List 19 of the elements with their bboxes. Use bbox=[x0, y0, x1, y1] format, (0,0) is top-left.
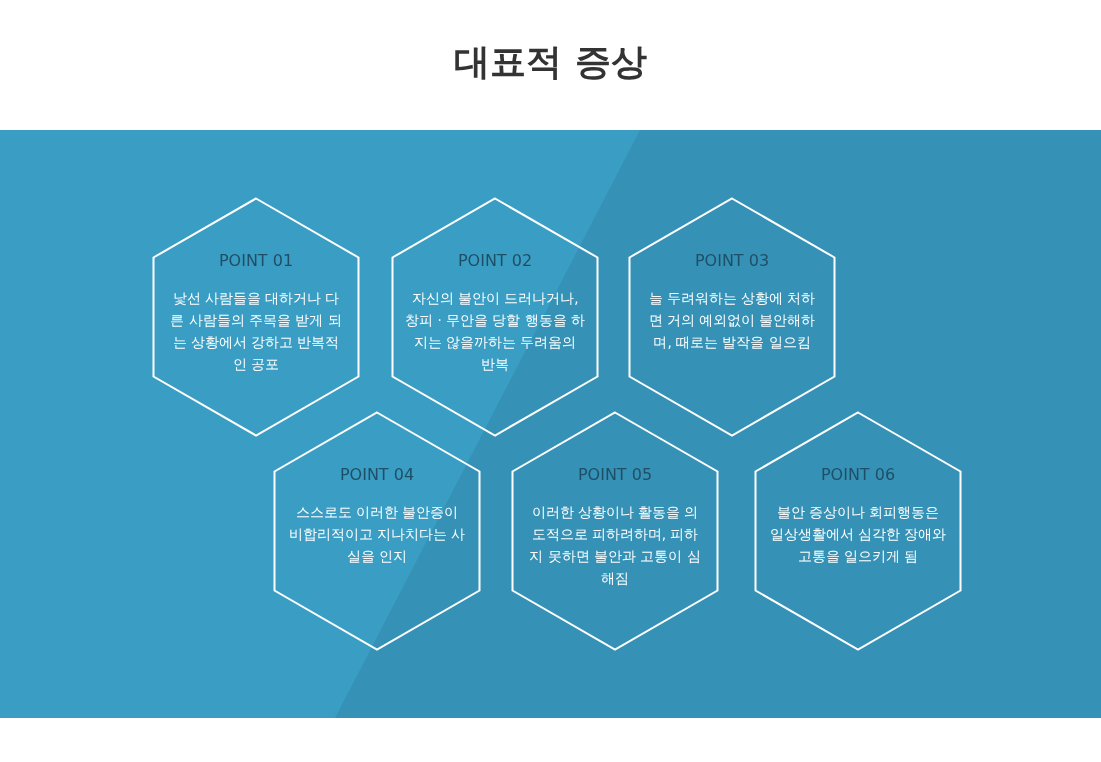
point-label: POINT 04 bbox=[339, 465, 415, 484]
point-label: POINT 01 bbox=[218, 251, 294, 270]
description-text: 불안 증상이나 회피행동은 일상생활에서 심각한 장애와 고통을 일으키게 됨 bbox=[769, 504, 947, 564]
description-text: 늘 두려워하는 상황에 처하면 거의 예외없이 불안해하며, 때로는 발작을 일으킴 bbox=[648, 290, 816, 350]
description-text: 이러한 상황이나 활동을 의도적으로 피하려하며, 피하지 못하면 불안과 고통이 심해짐 bbox=[529, 504, 701, 586]
description-text: 자신의 불안이 드러나거나, 창피 · 무안을 당할 행동을 하지는 않을까하는 두려움의 반복 bbox=[405, 290, 585, 372]
title: 대표적 증상 bbox=[454, 41, 647, 82]
point-label: POINT 02 bbox=[457, 251, 533, 270]
hexagon bbox=[273, 411, 481, 651]
point-label: POINT 06 bbox=[820, 465, 896, 484]
hexagon bbox=[391, 197, 599, 437]
description-text: 낯선 사람들을 대하거나 다른 사람들의 주목을 받게 되는 상황에서 강하고 반복적인 공포 bbox=[170, 290, 342, 372]
point-label: POINT 05 bbox=[577, 465, 653, 484]
hexagon bbox=[628, 197, 836, 437]
hexagon bbox=[152, 197, 360, 437]
hexagon bbox=[754, 411, 962, 651]
point-label: POINT 03 bbox=[694, 251, 770, 270]
hexagon bbox=[511, 411, 719, 651]
description-text: 스스로도 이러한 불안증이 비합리적이고 지나치다는 사실을 인지 bbox=[288, 504, 466, 564]
